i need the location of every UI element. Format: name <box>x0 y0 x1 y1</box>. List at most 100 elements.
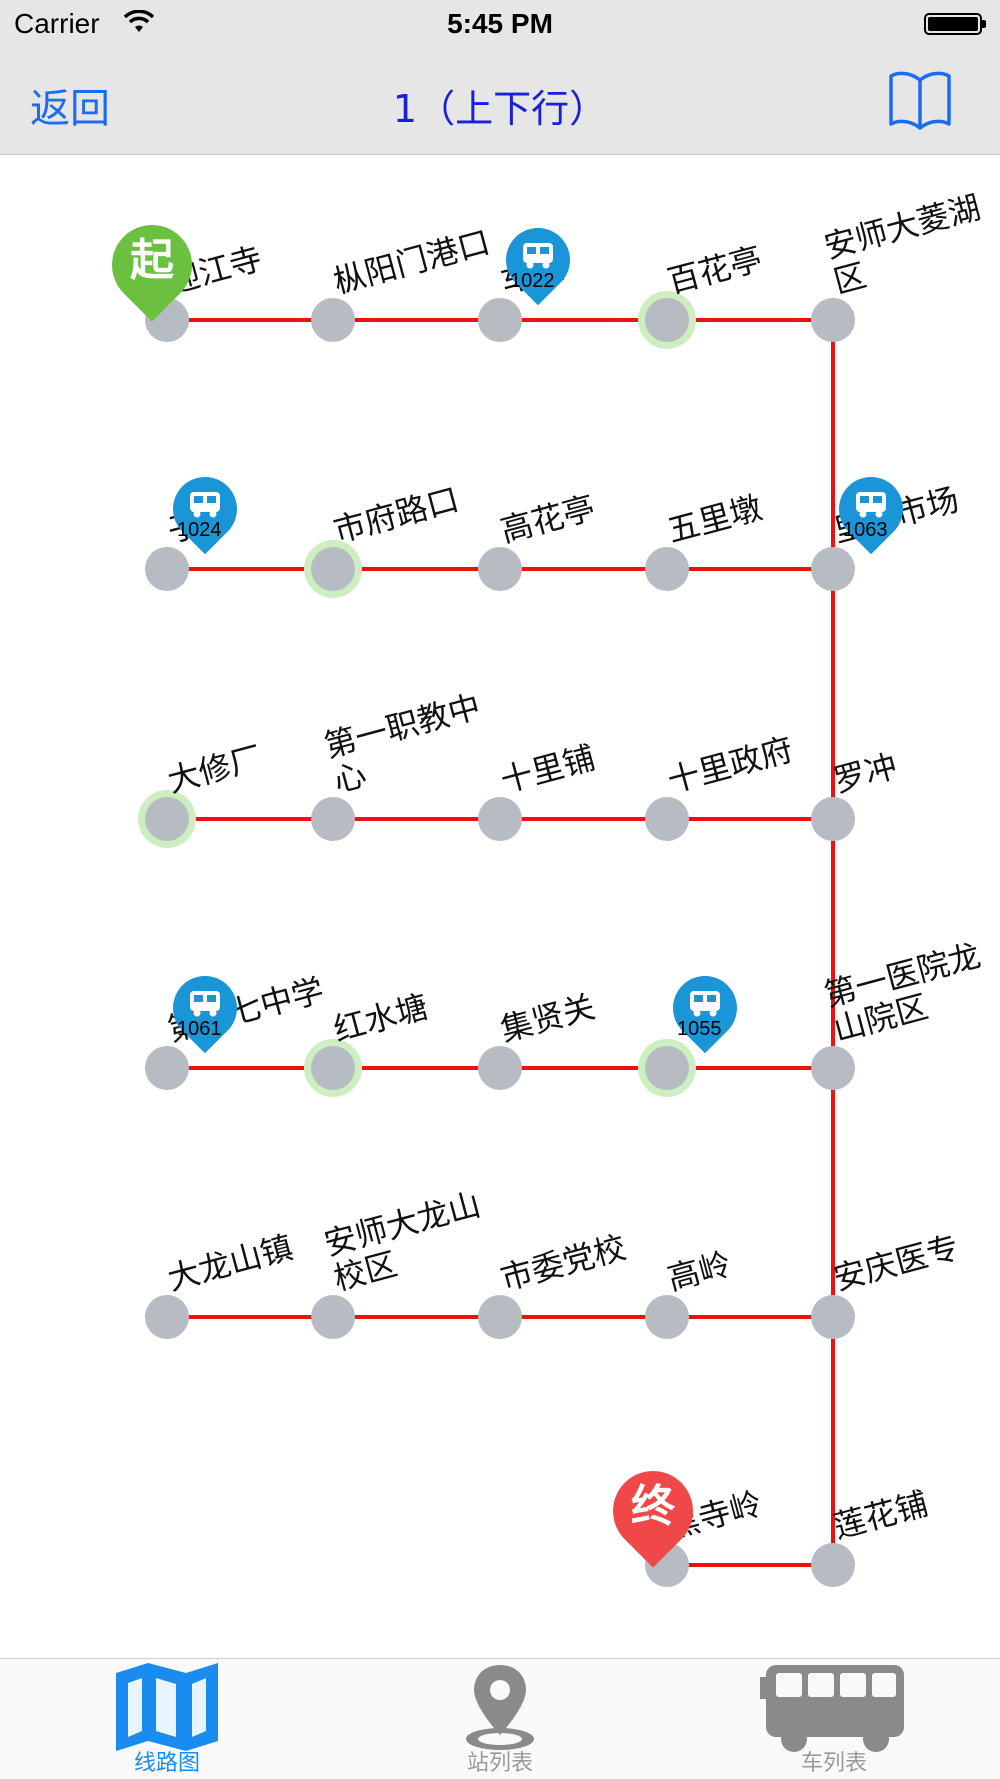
tab-route-map[interactable]: 线路图 <box>67 1659 267 1779</box>
bus-marker[interactable] <box>659 962 751 1054</box>
station-node[interactable] <box>145 797 189 841</box>
route-segment <box>667 817 833 821</box>
bus-icon <box>523 243 553 269</box>
station-node[interactable] <box>645 547 689 591</box>
route-segment <box>500 1315 667 1319</box>
station-node[interactable] <box>311 797 355 841</box>
station-label: 安师大龙山校区 <box>320 1185 485 1298</box>
tab-bar: 线路图 站列表 车列表 <box>0 1658 1000 1779</box>
station-label: 市府路口 <box>329 480 463 550</box>
bus-icon <box>856 492 886 518</box>
start-marker-label: 起 <box>130 235 174 286</box>
nav-bar: 返回 1（上下行） <box>0 50 1000 155</box>
route-segment <box>500 1066 667 1070</box>
bus-number: 1055 <box>677 1018 722 1040</box>
station-label: 罗冲 <box>829 746 902 800</box>
station-label: 第一医院龙山院区 <box>820 936 985 1049</box>
station-node[interactable] <box>811 797 855 841</box>
station-node[interactable] <box>478 298 522 342</box>
route-segment <box>167 817 333 821</box>
route-segment <box>831 320 835 569</box>
route-segment <box>667 1563 833 1567</box>
map-icon <box>116 1663 218 1751</box>
route-segment <box>667 318 833 322</box>
station-node[interactable] <box>811 298 855 342</box>
carrier-label: Carrier <box>14 8 100 39</box>
route-segment <box>667 567 833 571</box>
station-node[interactable] <box>145 1295 189 1339</box>
station-node[interactable] <box>478 1046 522 1090</box>
bus-number: 1061 <box>177 1018 222 1040</box>
bus-marker[interactable] <box>159 463 251 555</box>
bus-number: 1022 <box>510 270 555 292</box>
route-segment <box>500 567 667 571</box>
station-node[interactable] <box>478 547 522 591</box>
tab-label-station-list: 站列表 <box>466 1751 533 1776</box>
station-label: 市委党校 <box>496 1228 630 1298</box>
station-node[interactable] <box>311 298 355 342</box>
station-node[interactable] <box>145 1046 189 1090</box>
route-segment <box>831 819 835 1068</box>
clock: 5:45 PM <box>447 8 553 39</box>
station-label: 高岭 <box>663 1244 736 1298</box>
tab-station-list[interactable]: 站列表 <box>400 1659 600 1779</box>
station-label: 莲花铺 <box>829 1484 933 1546</box>
route-segment <box>167 567 333 571</box>
tab-bus-list[interactable]: 车列表 <box>734 1659 934 1779</box>
route-segment <box>500 817 667 821</box>
station-node[interactable] <box>145 547 189 591</box>
route-segment <box>333 1315 500 1319</box>
route-segment <box>500 318 667 322</box>
route-segment <box>333 817 500 821</box>
bus-marker[interactable] <box>825 463 917 555</box>
station-node[interactable] <box>811 1295 855 1339</box>
station-node[interactable] <box>311 547 355 591</box>
station-label: 枞阳门港口 <box>329 222 494 301</box>
route-map: 迎江寺枞阳门港口车站百花亭安师大菱湖区里菜市场五里墩高花亭市府路口子桥大修厂第一… <box>0 155 1000 1658</box>
station-label: 红水塘 <box>329 987 433 1049</box>
station-node[interactable] <box>311 1046 355 1090</box>
route-segment <box>831 1317 835 1565</box>
station-node[interactable] <box>311 1295 355 1339</box>
station-label: 百花亭 <box>663 239 767 301</box>
station-label: 五里墩 <box>663 488 767 550</box>
route-segment <box>333 567 500 571</box>
book-icon[interactable] <box>888 68 952 130</box>
station-node[interactable] <box>645 298 689 342</box>
bus-icon <box>190 492 220 518</box>
bus-number: 1024 <box>177 519 222 541</box>
bus-marker[interactable] <box>492 214 584 306</box>
station-label: 第一职教中心 <box>320 687 485 800</box>
route-segment <box>831 1068 835 1317</box>
route-segment <box>333 318 500 322</box>
station-label: 大龙山镇 <box>163 1228 297 1298</box>
route-segment <box>831 569 835 819</box>
station-node[interactable] <box>811 1543 855 1587</box>
location-pin-icon <box>466 1665 534 1750</box>
status-bar: Carrier 5:45 PM <box>0 0 1000 50</box>
tab-label-bus-list: 车列表 <box>800 1751 867 1776</box>
station-node[interactable] <box>645 1046 689 1090</box>
bus-marker[interactable] <box>159 962 251 1054</box>
station-label: 十里政府 <box>663 730 797 800</box>
station-node[interactable] <box>645 1295 689 1339</box>
station-label: 高花亭 <box>496 488 600 550</box>
station-node[interactable] <box>811 547 855 591</box>
battery-icon <box>924 13 986 35</box>
route-segment <box>667 1066 833 1070</box>
wifi-icon <box>124 10 154 32</box>
tab-label-route-map: 线路图 <box>133 1751 200 1776</box>
bus-number: 1063 <box>843 519 888 541</box>
back-button[interactable]: 返回 <box>30 86 110 132</box>
station-node[interactable] <box>811 1046 855 1090</box>
route-segment <box>167 1066 333 1070</box>
bus-icon <box>690 991 720 1017</box>
bus-icon <box>760 1665 904 1752</box>
route-segment <box>167 1315 333 1319</box>
station-label: 安庆医专 <box>829 1228 963 1298</box>
station-node[interactable] <box>478 797 522 841</box>
page-title: 1（上下行） <box>392 87 608 131</box>
station-label: 十里铺 <box>496 738 600 800</box>
station-node[interactable] <box>478 1295 522 1339</box>
station-node[interactable] <box>645 797 689 841</box>
